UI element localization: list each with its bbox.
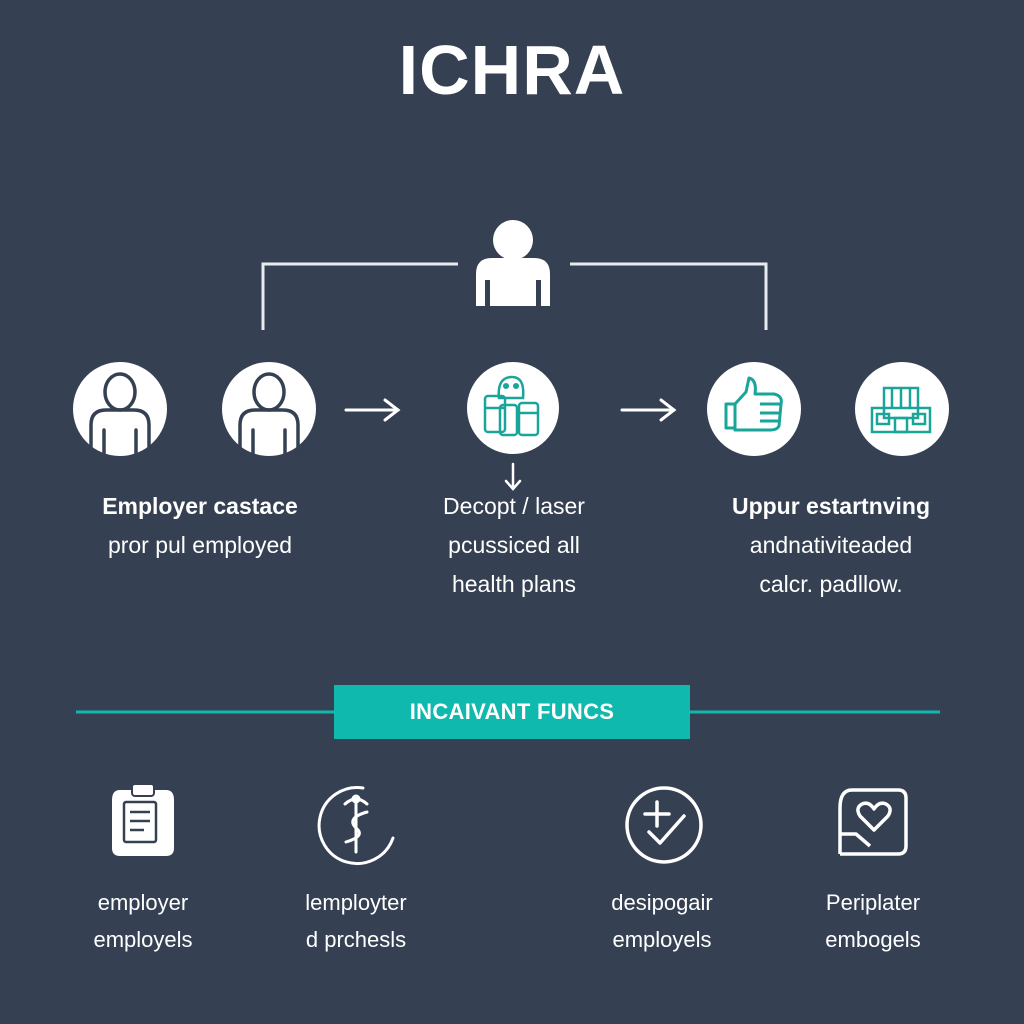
thumbs-up-icon <box>707 362 801 456</box>
caduceus-icon <box>317 786 395 866</box>
connector-left <box>261 262 458 330</box>
caption-health-plans: Decopt / laser pcussiced all health plan… <box>372 487 656 604</box>
bottom-caption-1-line-1: employer <box>97 890 189 915</box>
bottom-caption-4: Periplater embogels <box>773 884 973 958</box>
arrow-down-icon <box>504 462 522 491</box>
heart-document-icon <box>838 788 908 856</box>
building-icon <box>855 362 949 456</box>
caption-upper: Uppur estartnving andnativiteaded calcr.… <box>686 487 976 604</box>
bottom-caption-3-line-2: employels <box>612 927 712 952</box>
caption-employer-line-2: pror pul employed <box>107 532 293 558</box>
bottom-caption-3-line-1: desipogair <box>611 890 713 915</box>
arrow-right-icon-1 <box>344 398 401 422</box>
caption-upper-line-2: andnativiteaded <box>749 532 913 558</box>
page-title: ICHRA <box>398 31 626 109</box>
bottom-caption-1: employer employels <box>43 884 243 958</box>
caption-upper-line-1: Uppur estartnving <box>731 493 931 519</box>
bottom-caption-2-line-1: lemployter <box>305 890 407 915</box>
caption-employer-line-1: Employer castace <box>60 487 340 526</box>
bottom-caption-4-line-1: Periplater <box>825 890 921 915</box>
caption-upper-line-3: calcr. padllow. <box>759 571 903 597</box>
bottom-caption-2-line-2: d prchesls <box>305 927 407 952</box>
caption-employer: Employer castace pror pul employed <box>60 487 340 565</box>
bottom-caption-1-line-2: employels <box>93 927 193 952</box>
clipboard-icon <box>112 783 174 856</box>
bottom-caption-3: desipogair employels <box>562 884 762 958</box>
person-circle-icon-1 <box>73 362 167 457</box>
bottom-caption-2: lemployter d prchesls <box>256 884 456 958</box>
person-circle-icon-2 <box>222 362 316 457</box>
caption-employer-line-1-strong: Employer castace <box>102 493 298 519</box>
caption-health-line-1: Decopt / laser <box>443 493 585 519</box>
caption-health-line-2: pcussiced all <box>448 532 580 558</box>
caption-health-line-3: health plans <box>451 571 577 597</box>
health-plans-icon <box>467 362 559 454</box>
top-connector-lines <box>261 262 768 330</box>
bottom-caption-4-line-2: embogels <box>825 927 921 952</box>
medical-check-icon <box>625 786 703 864</box>
arrow-right-icon-2 <box>620 398 677 422</box>
connector-right <box>570 262 768 330</box>
section-banner: INCAIVANT FUNCS <box>334 685 690 739</box>
top-person-icon <box>476 220 550 306</box>
